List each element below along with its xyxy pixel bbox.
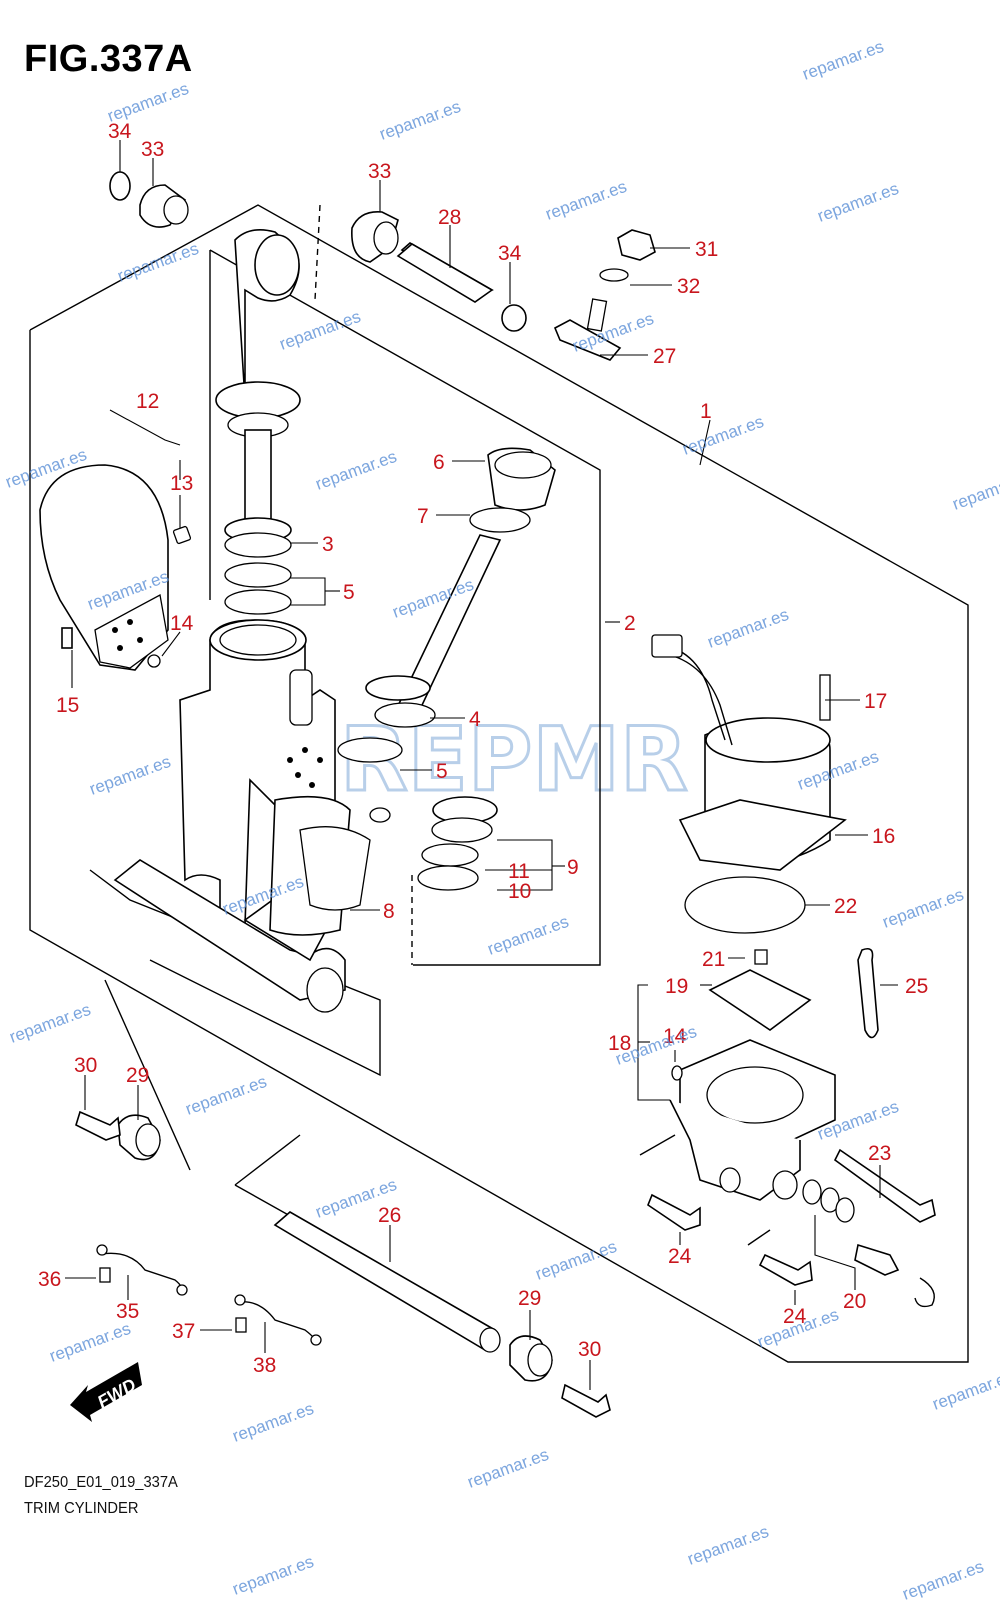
watermark-text: repamar.es: [465, 1445, 551, 1492]
watermark-text: repamar.es: [230, 1399, 316, 1446]
watermark-text: repamar.es: [313, 447, 399, 494]
figure-name: TRIM CYLINDER: [24, 1500, 139, 1517]
reservoir-cover: [39, 464, 192, 671]
leader-lines: [65, 140, 898, 1390]
seal-stack: [417, 796, 498, 891]
watermark-text: repamar.es: [815, 179, 901, 226]
watermark-text: repamar.es: [685, 1522, 771, 1569]
callout-34: 34: [498, 242, 522, 265]
valve-and-tube: [337, 447, 556, 763]
callout-36: 36: [38, 1268, 61, 1291]
watermark-text: repamar.es: [230, 1552, 316, 1599]
watermark-text: repamar.es: [680, 412, 766, 459]
callout-2: 2: [624, 612, 636, 635]
watermark-text: repamar.es: [705, 605, 791, 652]
callout-12: 12: [136, 390, 159, 413]
callout-14: 14: [663, 1025, 687, 1048]
callout-29: 29: [518, 1287, 541, 1310]
pump-body: [669, 949, 836, 1201]
figure-code: DF250_E01_019_337A: [24, 1474, 178, 1491]
figure-title: FIG.337A: [24, 38, 193, 80]
assembly-frame-2: [89, 249, 601, 1077]
watermark-text: repamar.es: [183, 1072, 269, 1119]
callout-6: 6: [433, 451, 445, 474]
callout-37: 37: [172, 1320, 195, 1343]
callout-10: 10: [508, 880, 531, 903]
watermark-text: repamar.es: [87, 752, 173, 799]
watermark-text: repamar.es: [533, 1237, 619, 1284]
callout-30: 30: [578, 1338, 601, 1361]
callout-28: 28: [438, 206, 461, 229]
ground-wires: [96, 1244, 322, 1346]
callout-13: 13: [170, 472, 193, 495]
callout-20: 20: [843, 1290, 866, 1313]
callout-32: 32: [677, 275, 700, 298]
callout-14: 14: [170, 612, 194, 635]
watermark-text: repamar.es: [900, 1557, 986, 1600]
callout-16: 16: [872, 825, 895, 848]
callout-11: 11: [508, 860, 530, 883]
cylinder-body: [113, 619, 391, 1013]
callout-labels: 34 33 33 28 34 31 32 27 1 6 7 2 3 5 4 5 …: [38, 120, 928, 1377]
callout-34: 34: [108, 120, 132, 143]
bottom-pins: [75, 1110, 611, 1418]
callout-5: 5: [343, 581, 355, 604]
callout-5: 5: [436, 760, 448, 783]
watermark-text: repamar.es: [950, 467, 1000, 514]
piston-rod: [215, 229, 301, 615]
watermark-text: repamar.es: [485, 912, 571, 959]
callout-19: 19: [665, 975, 688, 998]
callout-38: 38: [253, 1354, 276, 1377]
nut-washer-fitting: [553, 229, 656, 361]
callout-9: 9: [567, 856, 579, 879]
callout-21: 21: [702, 948, 725, 971]
assembly-frame-1: [29, 204, 969, 1363]
trim-motor: [651, 634, 847, 934]
callout-30: 30: [74, 1054, 97, 1077]
callout-15: 15: [56, 694, 79, 717]
watermark-text: repamar.es: [277, 307, 363, 354]
callout-26: 26: [378, 1204, 401, 1227]
fwd-arrow-icon: FWD: [70, 1362, 142, 1422]
callout-24: 24: [668, 1245, 692, 1268]
callout-7: 7: [417, 505, 429, 528]
watermark-text: repamar.es: [930, 1367, 1000, 1414]
watermarks: repamar.es repamar.es repamar.es repamar…: [3, 37, 1000, 1600]
callout-1: 1: [700, 400, 712, 423]
callout-8: 8: [383, 900, 395, 923]
callout-33: 33: [141, 138, 164, 161]
callout-18: 18: [608, 1032, 631, 1055]
callout-3: 3: [322, 533, 334, 556]
watermark-text: repamar.es: [105, 79, 191, 126]
watermark-text: repamar.es: [543, 177, 629, 224]
callout-27: 27: [653, 345, 676, 368]
watermark-text: repamar.es: [7, 1000, 93, 1047]
clip-25: [857, 947, 879, 1039]
watermark-text: repamar.es: [800, 37, 886, 84]
top-pins: [109, 171, 527, 332]
callout-17: 17: [864, 690, 887, 713]
callout-35: 35: [116, 1300, 139, 1323]
watermark-text: repamar.es: [880, 885, 966, 932]
callout-4: 4: [469, 708, 481, 731]
callout-22: 22: [834, 895, 857, 918]
callout-24: 24: [783, 1305, 807, 1328]
callout-29: 29: [126, 1064, 149, 1087]
callout-33: 33: [368, 160, 391, 183]
watermark-text: repamar.es: [115, 239, 201, 286]
callout-23: 23: [868, 1142, 891, 1165]
callout-31: 31: [695, 238, 718, 261]
callout-25: 25: [905, 975, 928, 998]
watermark-text: repamar.es: [47, 1319, 133, 1366]
watermark-text: repamar.es: [377, 97, 463, 144]
bolts-right: [647, 1148, 936, 1308]
